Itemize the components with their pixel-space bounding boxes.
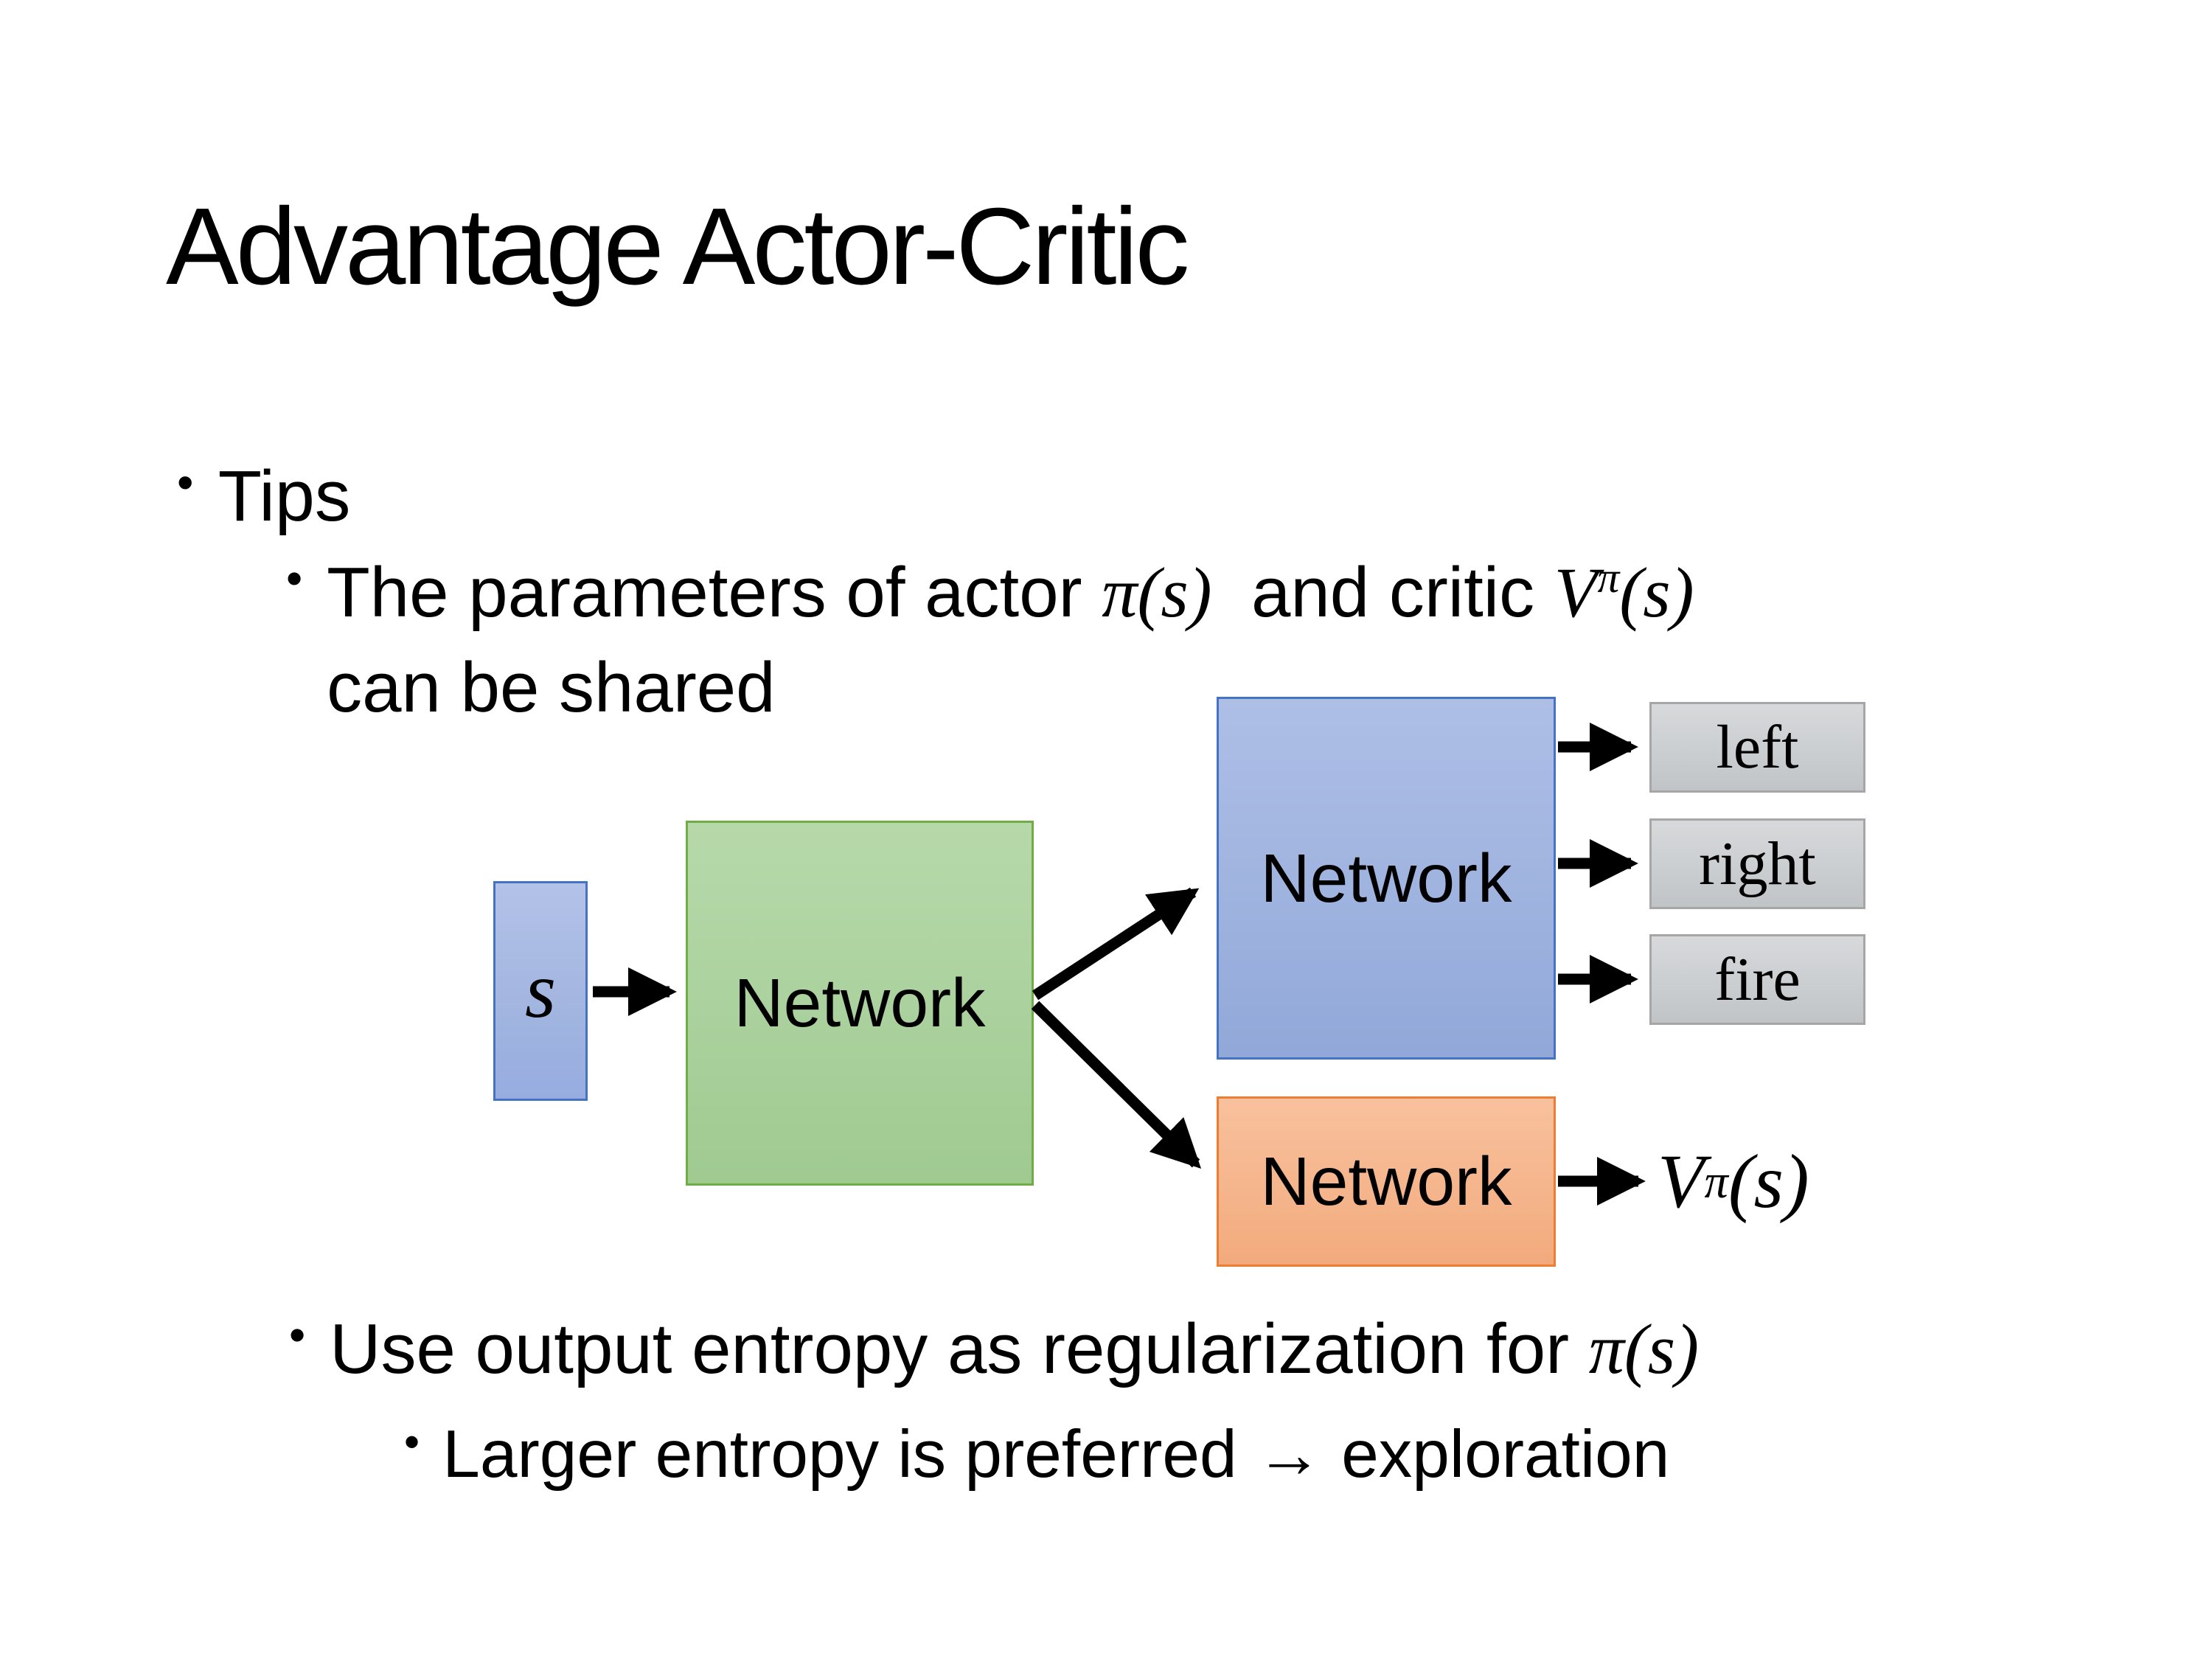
bullet-exploration: • Larger entropy is preferred → explorat… [404, 1410, 1669, 1500]
state-box: s [493, 881, 588, 1101]
action-fire-label: fire [1714, 945, 1801, 1014]
shared-line2: can be shared [327, 647, 776, 727]
entropy-prefix: Use output entropy as regularization for [330, 1310, 1589, 1388]
page-title: Advantage Actor-Critic [166, 186, 1189, 307]
shared-mid: and critic [1211, 553, 1554, 632]
value-V: V [1658, 1139, 1705, 1224]
bullet-tips-label: Tips [218, 456, 351, 536]
bullet-icon: • [177, 456, 194, 509]
bullet-shared-text: The parameters of actor π(s) and critic … [327, 546, 1694, 735]
arrow-shared-to-critic [1031, 1001, 1202, 1169]
bullet-tips: • Tips [177, 448, 350, 544]
action-box-fire: fire [1649, 934, 1865, 1025]
bullet-shared-parameters: • The parameters of actor π(s) and criti… [286, 546, 2070, 735]
bullet-icon: • [404, 1417, 420, 1467]
bullet-icon: • [286, 553, 303, 605]
critic-V-math: V [1554, 553, 1598, 632]
bullet-entropy-text: Use output entropy as regularization for… [330, 1302, 1699, 1397]
shared-network-label: Network [734, 964, 986, 1041]
actor-network-label: Network [1260, 839, 1512, 917]
critic-network-box: Network [1217, 1096, 1556, 1267]
entropy-pi-s-math: π(s) [1588, 1310, 1700, 1388]
critic-pi-sup: π [1597, 553, 1620, 602]
arrow-shared-to-actor [1032, 887, 1200, 1001]
action-left-label: left [1716, 713, 1799, 782]
bullet-exploration-label: Larger entropy is preferred → exploratio… [442, 1417, 1670, 1492]
bullet-entropy-regularization: • Use output entropy as regularization f… [289, 1302, 2132, 1397]
action-box-left: left [1649, 702, 1865, 793]
actor-pi-s-math: π(s) [1102, 553, 1212, 632]
action-right-label: right [1699, 830, 1816, 898]
actor-network-box: Network [1217, 697, 1556, 1060]
value-args: (s) [1728, 1139, 1809, 1224]
shared-network-box: Network [686, 821, 1034, 1186]
critic-args: (s) [1619, 553, 1694, 632]
bullet-icon: • [289, 1310, 306, 1361]
action-box-right: right [1649, 818, 1865, 909]
critic-network-label: Network [1260, 1143, 1512, 1220]
shared-prefix: The parameters of actor [327, 553, 1102, 632]
state-label: s [524, 947, 557, 1034]
